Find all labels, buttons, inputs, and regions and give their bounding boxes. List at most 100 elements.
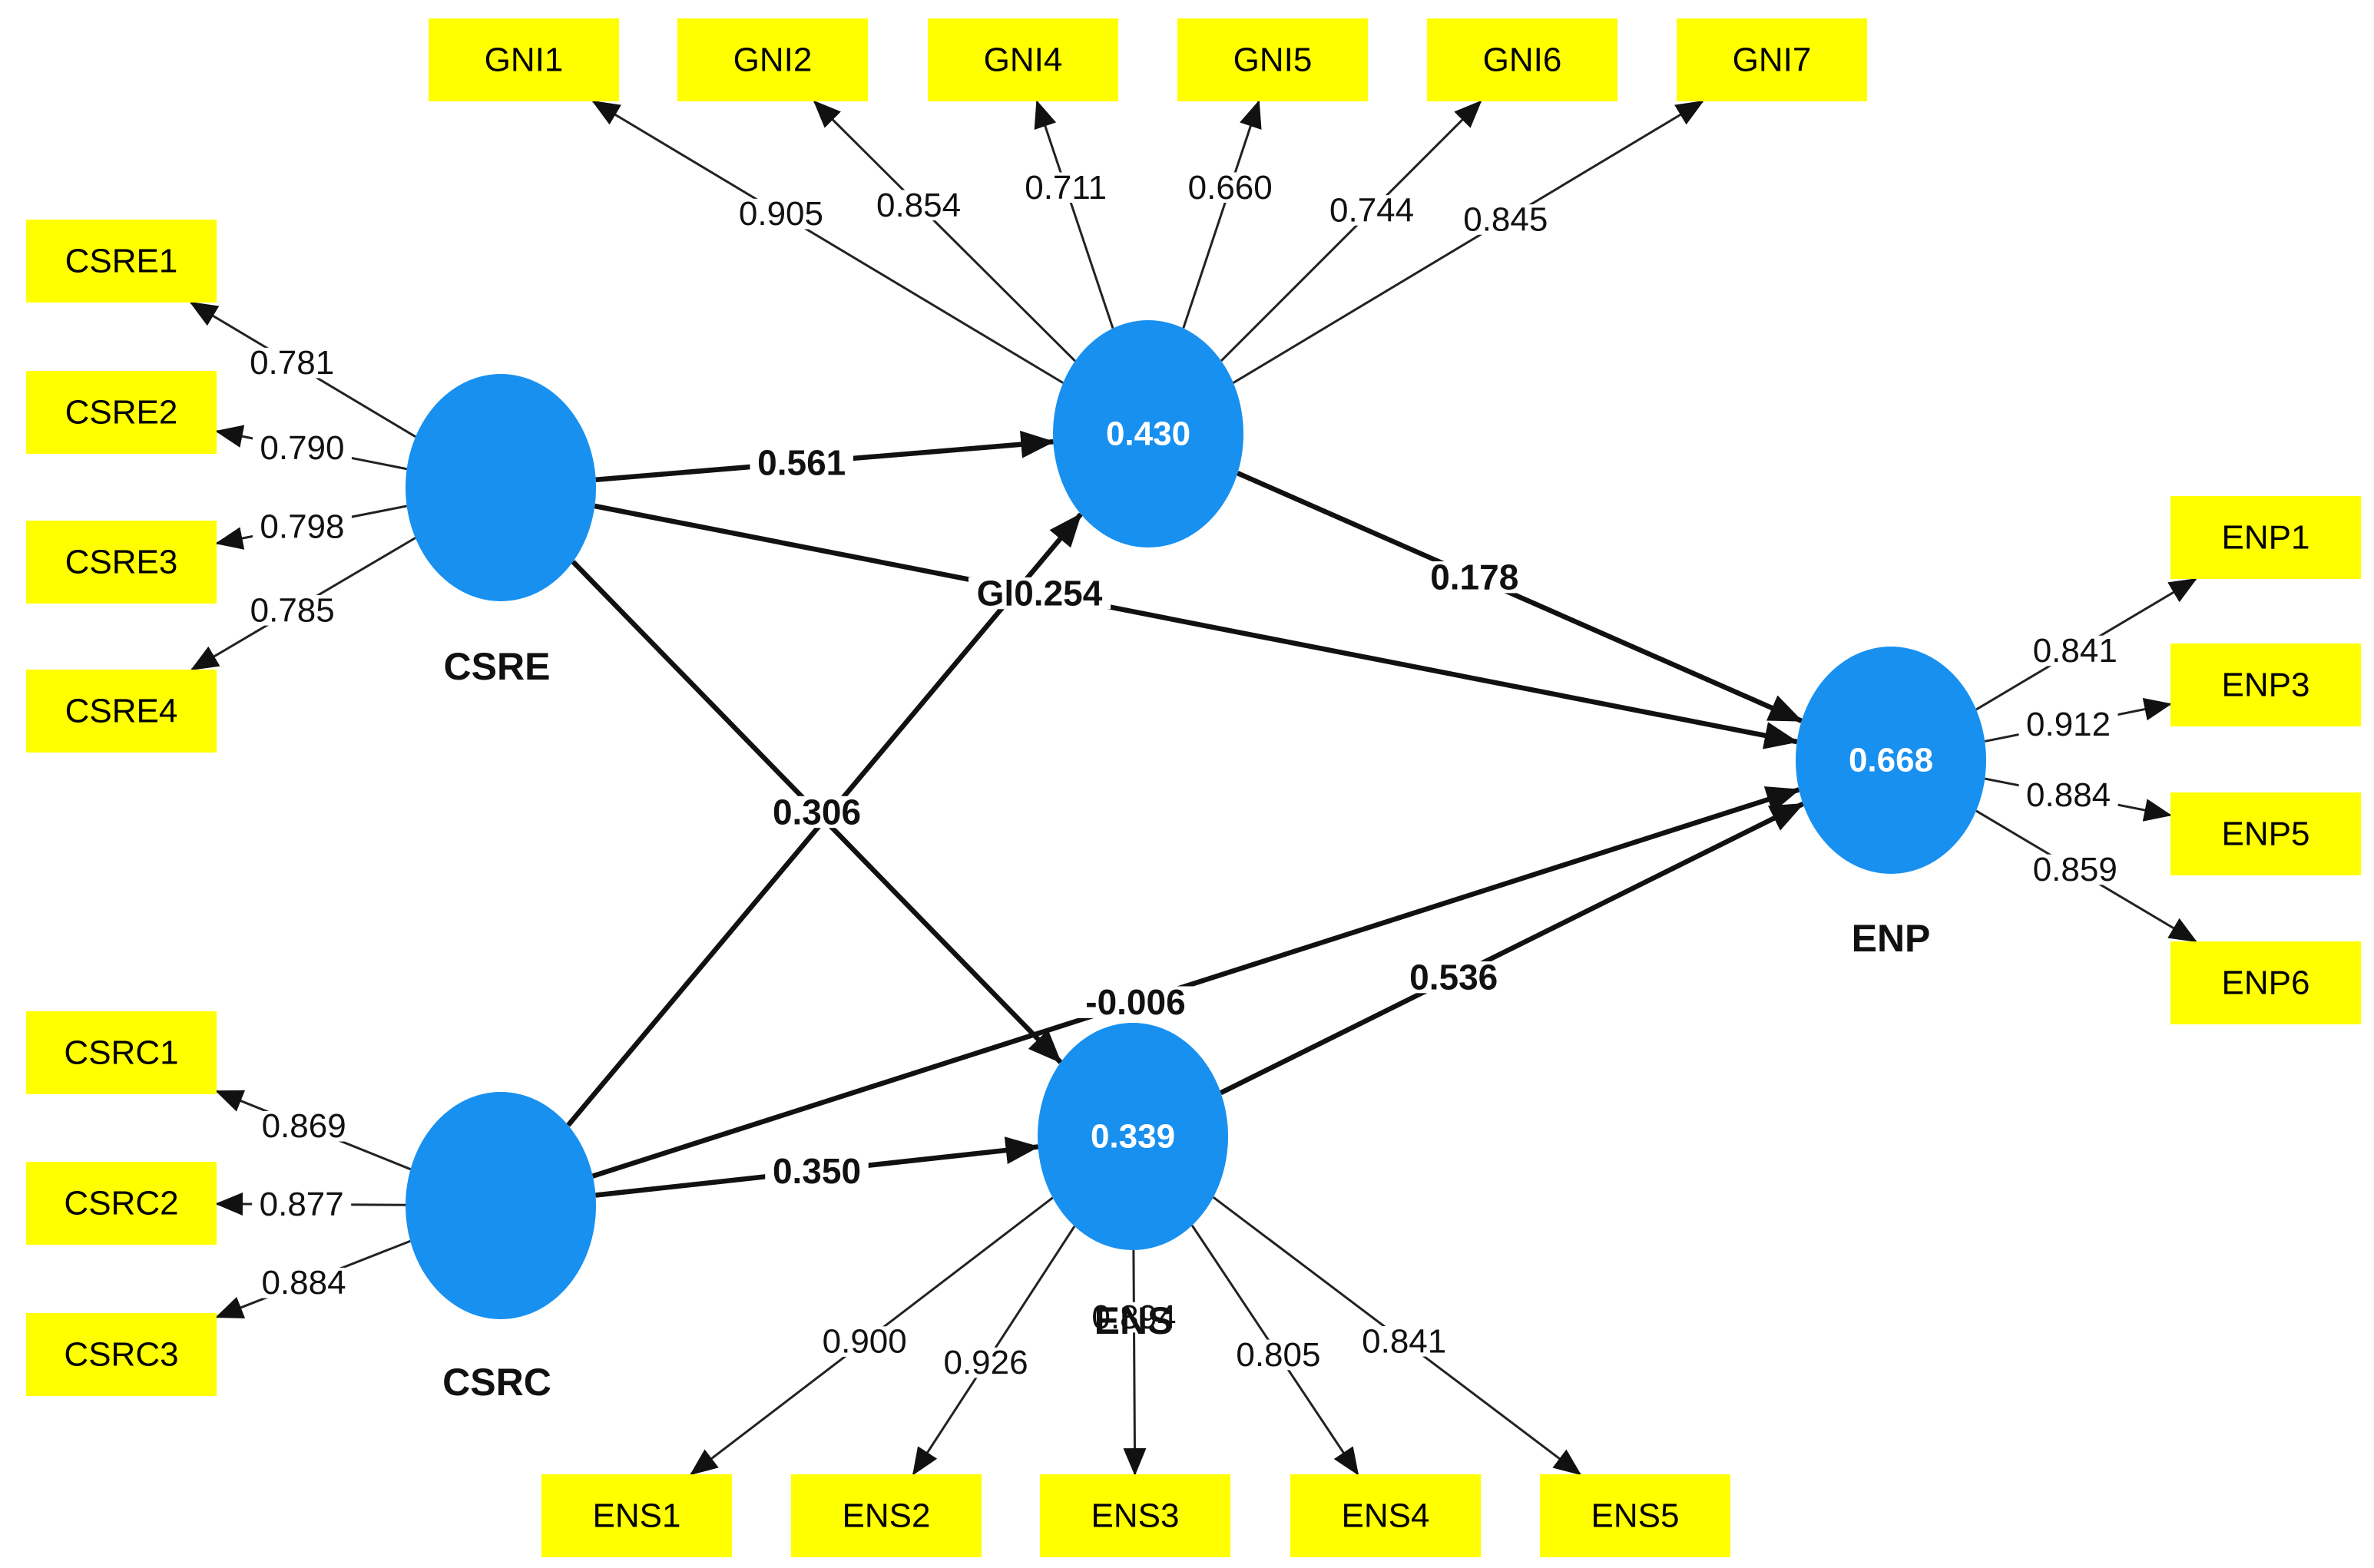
indicator-box-ens1 [541,1474,732,1557]
loading-label-gni1: 0.905 [739,195,823,233]
loading-label-gni6: 0.744 [1329,191,1414,229]
loading-label-enp1-bg [2025,635,2125,667]
indicator-box-enp5 [2170,792,2361,875]
indicator-label-enp6: ENP6 [2222,964,2310,1002]
indicator-label-gni7: GNI7 [1733,41,1812,79]
loading-label-ens2-bg [936,1347,1036,1378]
indicator-box-enp6 [2170,941,2361,1024]
indicator-label-csre4: CSRE4 [65,693,178,730]
loading-label-csre1-bg [242,347,342,379]
indicator-box-enp3 [2170,643,2361,726]
indicator-box-gni2 [677,18,868,101]
indicator-box-csre4 [26,670,217,753]
indicator-label-ens5: ENS5 [1591,1497,1680,1535]
loading-label-csre4: 0.785 [250,591,335,629]
loading-label-gni4: 0.711 [1025,169,1107,207]
latent-csre [406,374,596,601]
loading-label-gni7-bg [1455,204,1555,235]
loading-label-csre3-bg [252,511,352,542]
indicator-box-csrc3 [26,1313,217,1396]
indicator-label-csrc1: CSRC1 [64,1034,178,1072]
loading-label-enp6-bg [2025,854,2125,885]
loading-label-csre2-bg [252,432,352,464]
indicator-label-ens2: ENS2 [843,1497,931,1535]
loading-label-gni5-bg [1180,172,1280,203]
indicator-label-gni1: GNI1 [485,41,564,79]
indicator-label-csre3: CSRE3 [65,544,178,581]
indicator-label-csrc2: CSRC2 [64,1185,178,1222]
loading-label-csre1: 0.781 [250,344,334,382]
loading-label-csrc2-bg [252,1189,352,1220]
latent-ens [1038,1023,1228,1250]
indicator-label-enp5: ENP5 [2222,815,2310,853]
loading-label-ens1-bg [815,1326,915,1357]
latent-enp [1796,647,1986,874]
loading-label-ens5-bg [1354,1325,1454,1357]
loading-label-gni1-bg [731,198,831,230]
indicator-box-ens2 [791,1474,982,1557]
indicator-label-enp3: ENP3 [2222,667,2310,704]
indicator-box-gni7 [1677,18,1867,101]
loading-label-enp5: 0.884 [2026,776,2111,814]
path-coef-csrc-ens-bg [765,1155,869,1187]
loading-label-gni4-bg [1016,172,1116,203]
loading-line-gni6 [1220,100,1482,362]
indicator-box-enp1 [2170,496,2361,579]
indicator-label-gni5: GNI5 [1233,41,1313,79]
loading-line-gni5 [1182,100,1262,329]
path-coef-ens-enp: 0.536 [1409,958,1498,997]
path-coef-csre-enp-bg [968,577,1111,610]
loading-label-csre4-bg [243,595,343,626]
indicator-box-csre1 [26,220,217,303]
path-coef-csre-enp: Gl0.254 [977,574,1103,614]
loading-label-enp1: 0.841 [2033,632,2117,670]
indicator-label-enp1: ENP1 [2222,519,2310,557]
loading-label-enp3: 0.912 [2026,706,2111,743]
indicator-label-csre2: CSRE2 [65,394,178,432]
loading-label-ens3: 0.894 [1091,1298,1176,1336]
path-coef-csre-gni: 0.561 [757,442,846,482]
loading-label-enp3-bg [2018,709,2118,740]
loading-label-ens2: 0.926 [943,1344,1028,1381]
path-coef-ens-enp-bg [1402,961,1505,994]
loading-line-gni2 [813,100,1076,362]
indicator-label-ens4: ENS4 [1342,1497,1430,1535]
loading-label-ens1: 0.900 [823,1323,907,1361]
path-coef-csrc-enp-bg [1074,986,1197,1018]
path-coef-csre-gni-bg [750,446,853,479]
path-coef-gni-enp: 0.178 [1430,557,1518,597]
loading-label-csrc2: 0.877 [260,1186,344,1223]
loading-line-gni4 [1034,100,1114,329]
path-gni-enp [1237,471,1803,723]
loading-label-enp5-bg [2018,779,2118,811]
latent-gni [1053,320,1243,547]
indicator-box-gni1 [429,18,619,101]
path-ens-enp [1220,801,1805,1096]
indicator-box-ens3 [1040,1474,1230,1557]
loading-line-ens3 [1123,1249,1147,1476]
path-csrc-enp [591,786,1801,1179]
latent-r2-ens: 0.339 [1091,1118,1175,1156]
diagram-labels: 0.7810.7900.7980.7850.8690.8770.8840.905… [242,169,2125,1404]
indicator-box-ens4 [1290,1474,1481,1557]
indicator-box-ens5 [1540,1474,1730,1557]
latent-name-ens: ENS [1094,1299,1174,1342]
indicator-label-gni2: GNI2 [733,41,813,79]
path-coef-csre-ens: 0.306 [773,792,861,832]
latent-name-enp: ENP [1852,917,1931,960]
indicator-label-csrc3: CSRC3 [64,1336,178,1374]
loading-label-ens5: 0.841 [1362,1322,1446,1360]
loading-line-gni1 [591,100,1064,384]
loading-line-gni7 [1233,100,1704,384]
loading-label-enp6: 0.859 [2033,851,2117,888]
loading-label-csrc3: 0.884 [261,1264,346,1302]
path-coef-csre-ens-bg [765,796,869,829]
path-coef-csrc-ens: 0.350 [773,1151,861,1191]
loading-label-gni5: 0.660 [1188,169,1273,207]
loading-label-gni2: 0.854 [876,187,961,224]
path-coef-gni-enp-bg [1422,561,1527,594]
latent-name-csrc: CSRC [442,1361,551,1404]
latent-csrc [406,1092,596,1319]
